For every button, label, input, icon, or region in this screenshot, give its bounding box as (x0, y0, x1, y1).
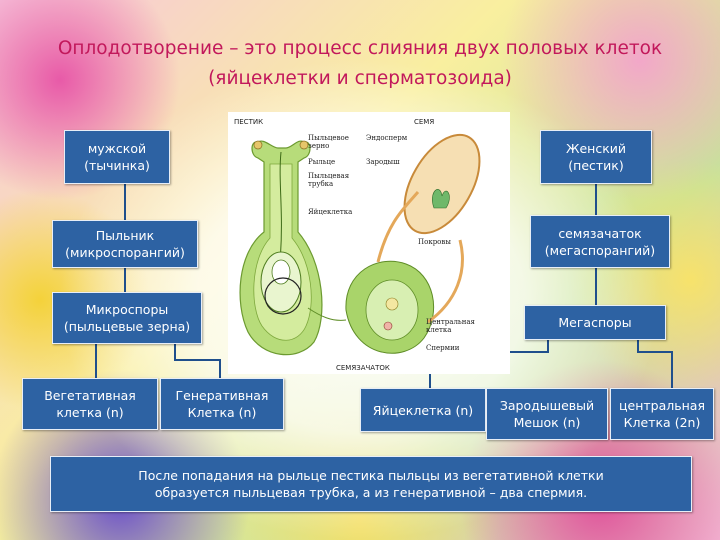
fertilization-illustration: ПЕСТИК СЕМЯ (228, 112, 510, 374)
megaspores-label: Мегаспоры (558, 314, 631, 331)
central-cell-box: центральная Клетка (2n) (610, 388, 714, 440)
anther-box: Пыльник (микроспорангий) (52, 220, 198, 268)
male-stamen-line-1: мужской (84, 140, 150, 157)
central-cell-line-2: Клетка (2n) (619, 414, 705, 431)
label-ovule-caption: СЕМЯЗАЧАТОК (336, 364, 390, 372)
microspores-line-1: Микроспоры (64, 301, 190, 318)
label-embryo: Зародыш (366, 158, 400, 166)
microspores-box: Микроспоры (пыльцевые зерна) (52, 292, 202, 344)
male-stamen-line-2: (тычинка) (84, 157, 150, 174)
label-stigma: Рыльце (308, 158, 335, 166)
embryo-sac-line-1: Зародышевый (500, 397, 594, 414)
label-integuments: Покровы (418, 238, 451, 246)
generative-line-1: Генеративная (176, 387, 269, 404)
generative-line-2: Клетка (n) (176, 404, 269, 421)
ovule-line-1: семязачаток (545, 225, 655, 242)
microspores-line-2: (пыльцевые зерна) (64, 318, 190, 335)
connector-microspores-to-generative (175, 344, 220, 378)
vegetative-line-2: клетка (n) (44, 404, 136, 421)
male-stamen-box: мужской (тычинка) (64, 130, 170, 184)
label-central-cell-2: клетка (426, 326, 451, 334)
bottom-note-line-2: образуется пыльцевая трубка, а из генера… (138, 484, 603, 501)
female-pistil-line-2: (пестик) (566, 157, 626, 174)
label-pollen-tube-1: Пыльцевая (308, 172, 350, 180)
vegetative-line-1: Вегетативная (44, 387, 136, 404)
egg-cell-label: Яйцеклетка (n) (373, 402, 473, 419)
generative-cell-box: Генеративная Клетка (n) (160, 378, 284, 430)
label-pollen-tube-2: трубка (308, 180, 333, 188)
anther-line-2: (микроспорангий) (65, 244, 185, 261)
label-egg-cell: Яйцеклетка (308, 208, 352, 216)
connector-megaspores-to-central (638, 340, 672, 388)
egg-cell-nucleus (384, 322, 392, 330)
ovule-line-2: (мегаспорангий) (545, 242, 655, 259)
female-pistil-line-1: Женский (566, 140, 626, 157)
central-cell-nucleus (386, 298, 398, 310)
label-seed: СЕМЯ (414, 118, 434, 126)
ovule-box: семязачаток (мегаспорангий) (530, 215, 670, 268)
egg-cell-box: Яйцеклетка (n) (360, 388, 486, 432)
label-pollen-grain-1: Пыльцевое (308, 134, 349, 142)
pollen-grain-right (300, 141, 308, 149)
label-pollen-grain-2: зерно (308, 142, 329, 150)
anther-line-1: Пыльник (65, 227, 185, 244)
label-endosperm: Эндосперм (366, 134, 408, 142)
embryo-sac-line-2: Мешок (n) (500, 414, 594, 431)
megaspores-box: Мегаспоры (524, 305, 666, 340)
embryo-sac-box: Зародышевый Мешок (n) (486, 388, 608, 440)
bottom-note-line-1: После попадания на рыльце пестика пыльцы… (138, 467, 603, 484)
embryo-in-seed (432, 189, 449, 208)
central-cell-line-1: центральная (619, 397, 705, 414)
label-sperms: Спермии (426, 344, 460, 352)
female-pistil-box: Женский (пестик) (540, 130, 652, 184)
pollen-grain-left (254, 141, 262, 149)
bottom-note-box: После попадания на рыльце пестика пыльцы… (50, 456, 692, 512)
label-pistil: ПЕСТИК (234, 118, 263, 126)
vegetative-cell-box: Вегетативная клетка (n) (22, 378, 158, 430)
label-central-cell-1: Центральная (426, 318, 476, 326)
